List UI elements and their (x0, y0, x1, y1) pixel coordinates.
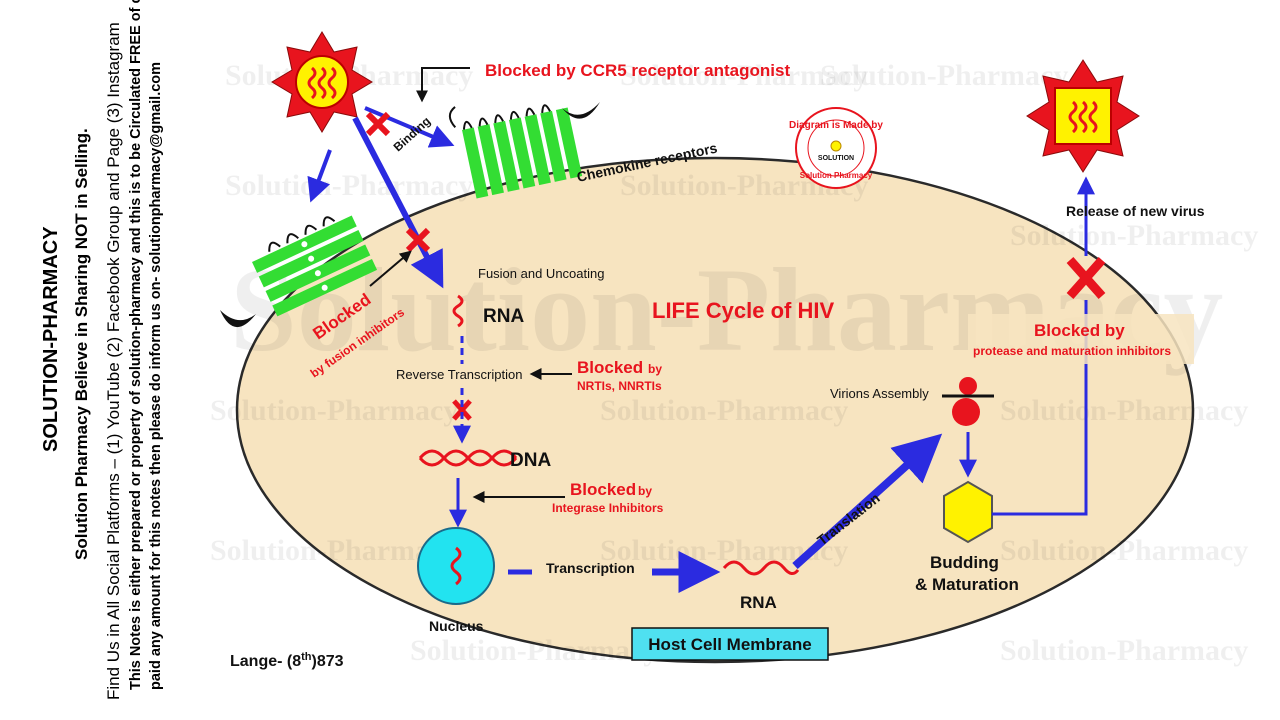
label-protease-block-1: Blocked by (1034, 321, 1125, 340)
diagram-title: LIFE Cycle of HIV (652, 298, 834, 323)
nucleus (417, 527, 495, 605)
label-nrti-block-by: by (648, 362, 662, 376)
label-release: Release of new virus (1066, 203, 1205, 219)
translation-arrow (792, 433, 943, 569)
label-integrase-block-2: Integrase Inhibitors (552, 501, 664, 515)
pointer-fusion (369, 250, 412, 287)
label-ccr5-block: Blocked by CCR5 receptor antagonist (485, 61, 790, 80)
label-budding-2: & Maturation (915, 575, 1019, 594)
arrow-virus-to-chemokine (364, 106, 455, 148)
svg-text:Solution-Pharmacy: Solution-Pharmacy (210, 394, 458, 427)
pointer-ccr5 (416, 67, 470, 103)
label-nrti-block-1: Blocked (577, 358, 643, 377)
cd4-receptor-left (252, 215, 378, 317)
svg-text:Solution Pharmacy: Solution Pharmacy (800, 171, 873, 180)
block-x-reverse-transcription (452, 399, 472, 421)
virion-assembly (942, 377, 994, 426)
label-dna: DNA (510, 450, 551, 471)
rna-strand-bottom (722, 560, 800, 576)
crescent-cap-right (562, 102, 600, 119)
label-nucleus: Nucleus (429, 618, 484, 634)
flow-budding-to-release (992, 300, 1088, 516)
chemokine-receptor-top (448, 104, 583, 199)
reference-citation: Lange- (8th)873 (230, 651, 344, 670)
label-integrase-block-by: by (638, 484, 652, 498)
svg-text:Solution-Pharmacy: Solution-Pharmacy (620, 59, 868, 92)
label-rna-top: RNA (483, 306, 524, 327)
label-fusion: Fusion and Uncoating (478, 266, 604, 281)
svg-text:Solution-Pharmacy: Solution-Pharmacy (1010, 219, 1258, 252)
label-budding-1: Budding (930, 553, 999, 572)
diagram-stamp: Diagram is Made by SOLUTION Solution Pha… (789, 107, 883, 189)
label-reverse-transcription: Reverse Transcription (396, 367, 522, 382)
hiv-virus-incoming (271, 31, 373, 133)
svg-text:Solution-Pharmacy: Solution-Pharmacy (1000, 534, 1248, 567)
budding-virion (943, 480, 993, 544)
hiv-virus-released (1026, 59, 1140, 173)
svg-text:Solution-Pharmacy: Solution-Pharmacy (225, 169, 473, 202)
block-x-release (1066, 257, 1106, 299)
protease-label-bg (968, 314, 1194, 364)
svg-text:Diagram is Made by: Diagram is Made by (789, 120, 883, 131)
dna-helix (418, 449, 518, 467)
svg-text:Solution-Pharmacy: Solution-Pharmacy (1000, 394, 1248, 427)
svg-text:Solution-Pharmacy: Solution-Pharmacy (1000, 634, 1248, 667)
label-integrase-block-1: Blocked (570, 480, 636, 499)
rna-strand-top (452, 294, 464, 328)
label-protease-block-2: protease and maturation inhibitors (973, 344, 1171, 358)
svg-text:Solution-Pharmacy: Solution-Pharmacy (410, 634, 658, 667)
svg-text:Solution-Pharmacy: Solution-Pharmacy (820, 59, 1068, 92)
label-nrti-block-2: NRTIs, NNRTIs (577, 379, 662, 393)
block-x-ccr5 (365, 111, 391, 137)
label-transcription: Transcription (546, 560, 635, 576)
watermark: Solution-Pharmacy Solution-Pharmacy Solu… (210, 59, 1258, 667)
label-membrane: Host Cell Membrane (648, 635, 811, 654)
svg-text:Solution-Pharmacy: Solution-Pharmacy (210, 534, 458, 567)
crescent-cap-left (220, 310, 256, 328)
svg-text:SOLUTION: SOLUTION (818, 155, 854, 162)
arrow-virus-to-cd4 (307, 149, 332, 203)
label-virions-assembly: Virions Assembly (830, 386, 929, 401)
arrow-virus-fusion (352, 116, 444, 289)
label-rna-bottom: RNA (740, 593, 777, 612)
block-x-fusion (405, 227, 431, 253)
svg-text:Solution-Pharmacy: Solution-Pharmacy (600, 394, 848, 427)
nucleus-rna (450, 546, 462, 586)
membrane-label-box (631, 627, 829, 661)
